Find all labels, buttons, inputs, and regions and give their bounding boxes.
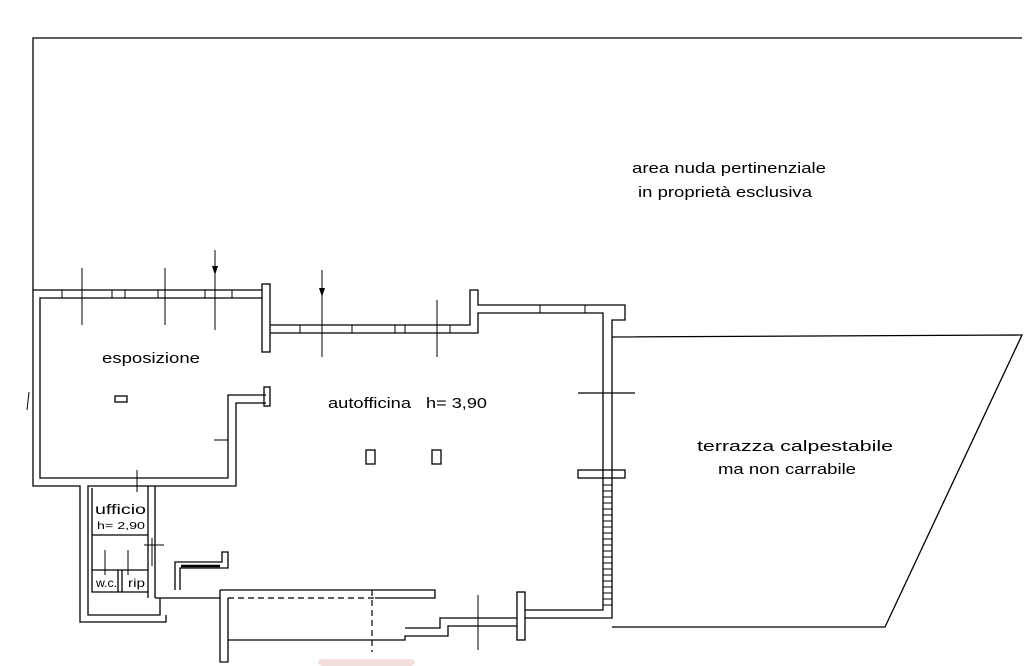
rip-label: rip [128, 576, 145, 590]
lower-corridor [155, 551, 436, 663]
right-wall-hatching [603, 484, 612, 606]
columns [114, 395, 442, 465]
bottom-wall-outer [228, 625, 517, 641]
autofficina-walls [228, 289, 635, 641]
ufficio-height-label: h= 2,90 [97, 521, 146, 532]
axis-markers [81, 250, 479, 650]
partition-wall [87, 402, 266, 616]
esposizione-label: esposizione [102, 350, 200, 367]
ufficio-label: ufficio [95, 501, 146, 517]
terrazza-label-line2: ma non carrabile [718, 461, 856, 478]
ufficio-left-bottom-wall [91, 488, 148, 593]
area-title-line1: area nuda pertinenziale [632, 160, 826, 177]
room-labels: area nuda pertinenziale in proprietà esc… [95, 160, 893, 590]
autofficina-label: autofficina [328, 395, 412, 412]
autofficina-outer-wall [270, 289, 626, 619]
arrow-down-icon [212, 266, 218, 275]
site-boundary [32, 37, 1022, 290]
site-boundary-line [32, 37, 1022, 290]
step-element [174, 551, 229, 590]
partition-end-cap [263, 386, 271, 407]
terrazza-label-line1: terrazza calpestabile [697, 438, 893, 455]
esposizione-outer-wall [32, 289, 262, 623]
column [114, 395, 128, 403]
watermark-fragment [318, 659, 415, 666]
esposizione-walls [26, 283, 271, 623]
terrace-boundary-line [611, 334, 1024, 628]
arrow-down-icon [319, 288, 325, 297]
bottom-wall-pillar [516, 591, 526, 641]
wc-label: w.c. [95, 576, 117, 590]
left-wall-tick [26, 391, 30, 411]
corridor-top-line [220, 589, 436, 599]
right-wall-pilaster [577, 469, 626, 479]
esposizione-wall-ticks [61, 290, 233, 298]
autofficina-inner-wall [270, 312, 604, 611]
column [431, 449, 442, 465]
corridor-left-wall [219, 590, 229, 663]
wall-jog-column [261, 283, 271, 353]
esposizione-inner-wall [39, 297, 266, 479]
terrace-outline [611, 334, 1024, 628]
autofficina-wall-ticks [299, 305, 586, 333]
column [365, 449, 376, 465]
service-rooms [91, 470, 164, 598]
autofficina-height-label: h= 3,90 [426, 395, 487, 412]
area-title-line2: in proprietà esclusiva [638, 184, 813, 201]
